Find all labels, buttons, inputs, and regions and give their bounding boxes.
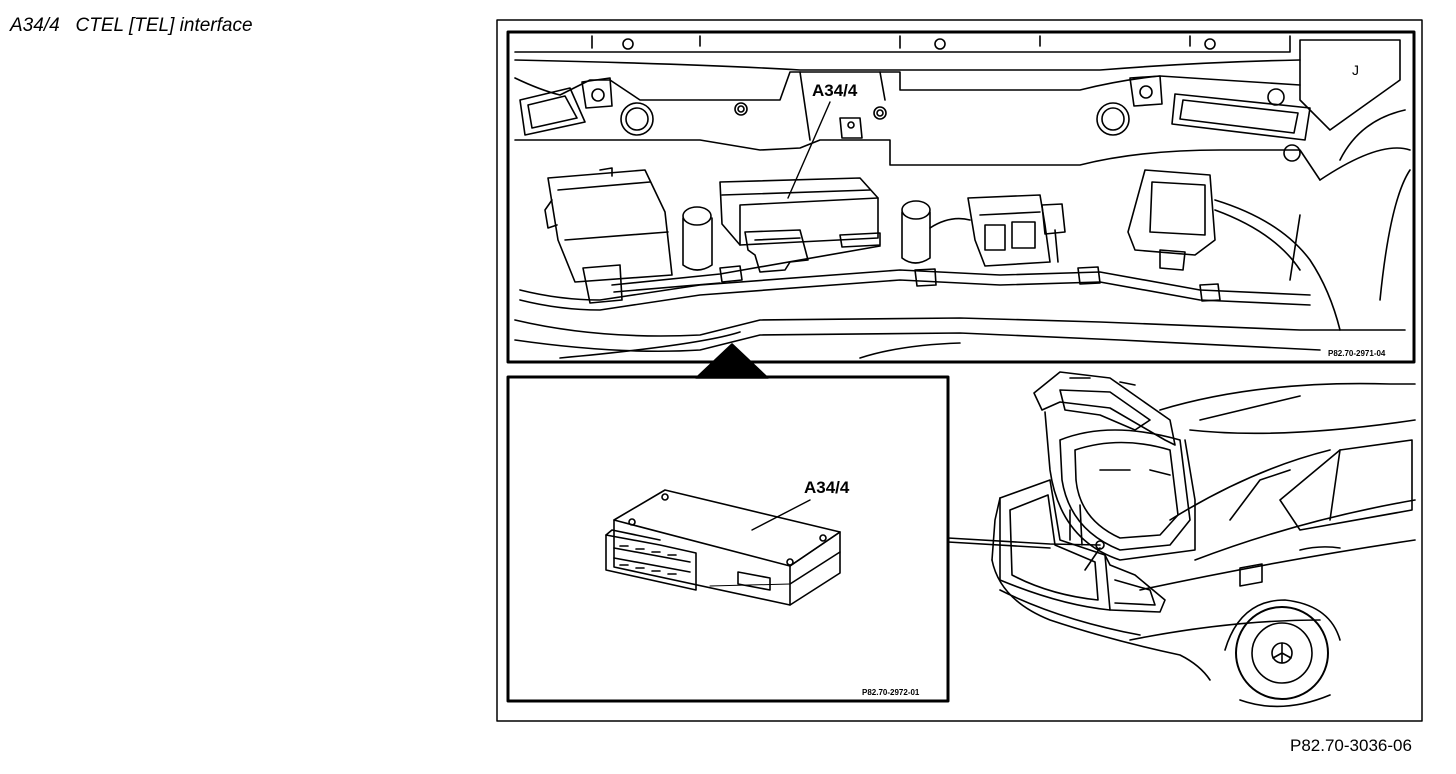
detail-panel-frame xyxy=(506,375,950,703)
figure-reference: P82.70-3036-06 xyxy=(1290,736,1412,755)
callout-label-detail: A34/4 xyxy=(804,478,850,497)
car-rear-open-trunk xyxy=(991,371,1416,708)
module-a34-4-installed xyxy=(719,177,881,273)
location-pointer xyxy=(947,537,1101,549)
detail-panel-ref: P82.70-2972-01 xyxy=(862,688,920,697)
callout-label-top: A34/4 xyxy=(812,81,858,100)
outer-frame xyxy=(496,19,1423,722)
top-panel-ref: P82.70-2971-04 xyxy=(1328,349,1386,358)
top-panel-trunk-interior: J xyxy=(506,30,1416,364)
module-a34-4-detail xyxy=(605,489,841,606)
top-panel-frame xyxy=(506,30,1416,364)
callout-leader-detail xyxy=(751,499,811,531)
callout-leader-top xyxy=(787,101,831,199)
svg-text:J: J xyxy=(1352,62,1359,78)
detail-panel-module: A34/4 P82.70-2972-01 xyxy=(506,375,950,703)
diagram-title: A34/4 CTEL [TEL] interface xyxy=(10,15,253,36)
